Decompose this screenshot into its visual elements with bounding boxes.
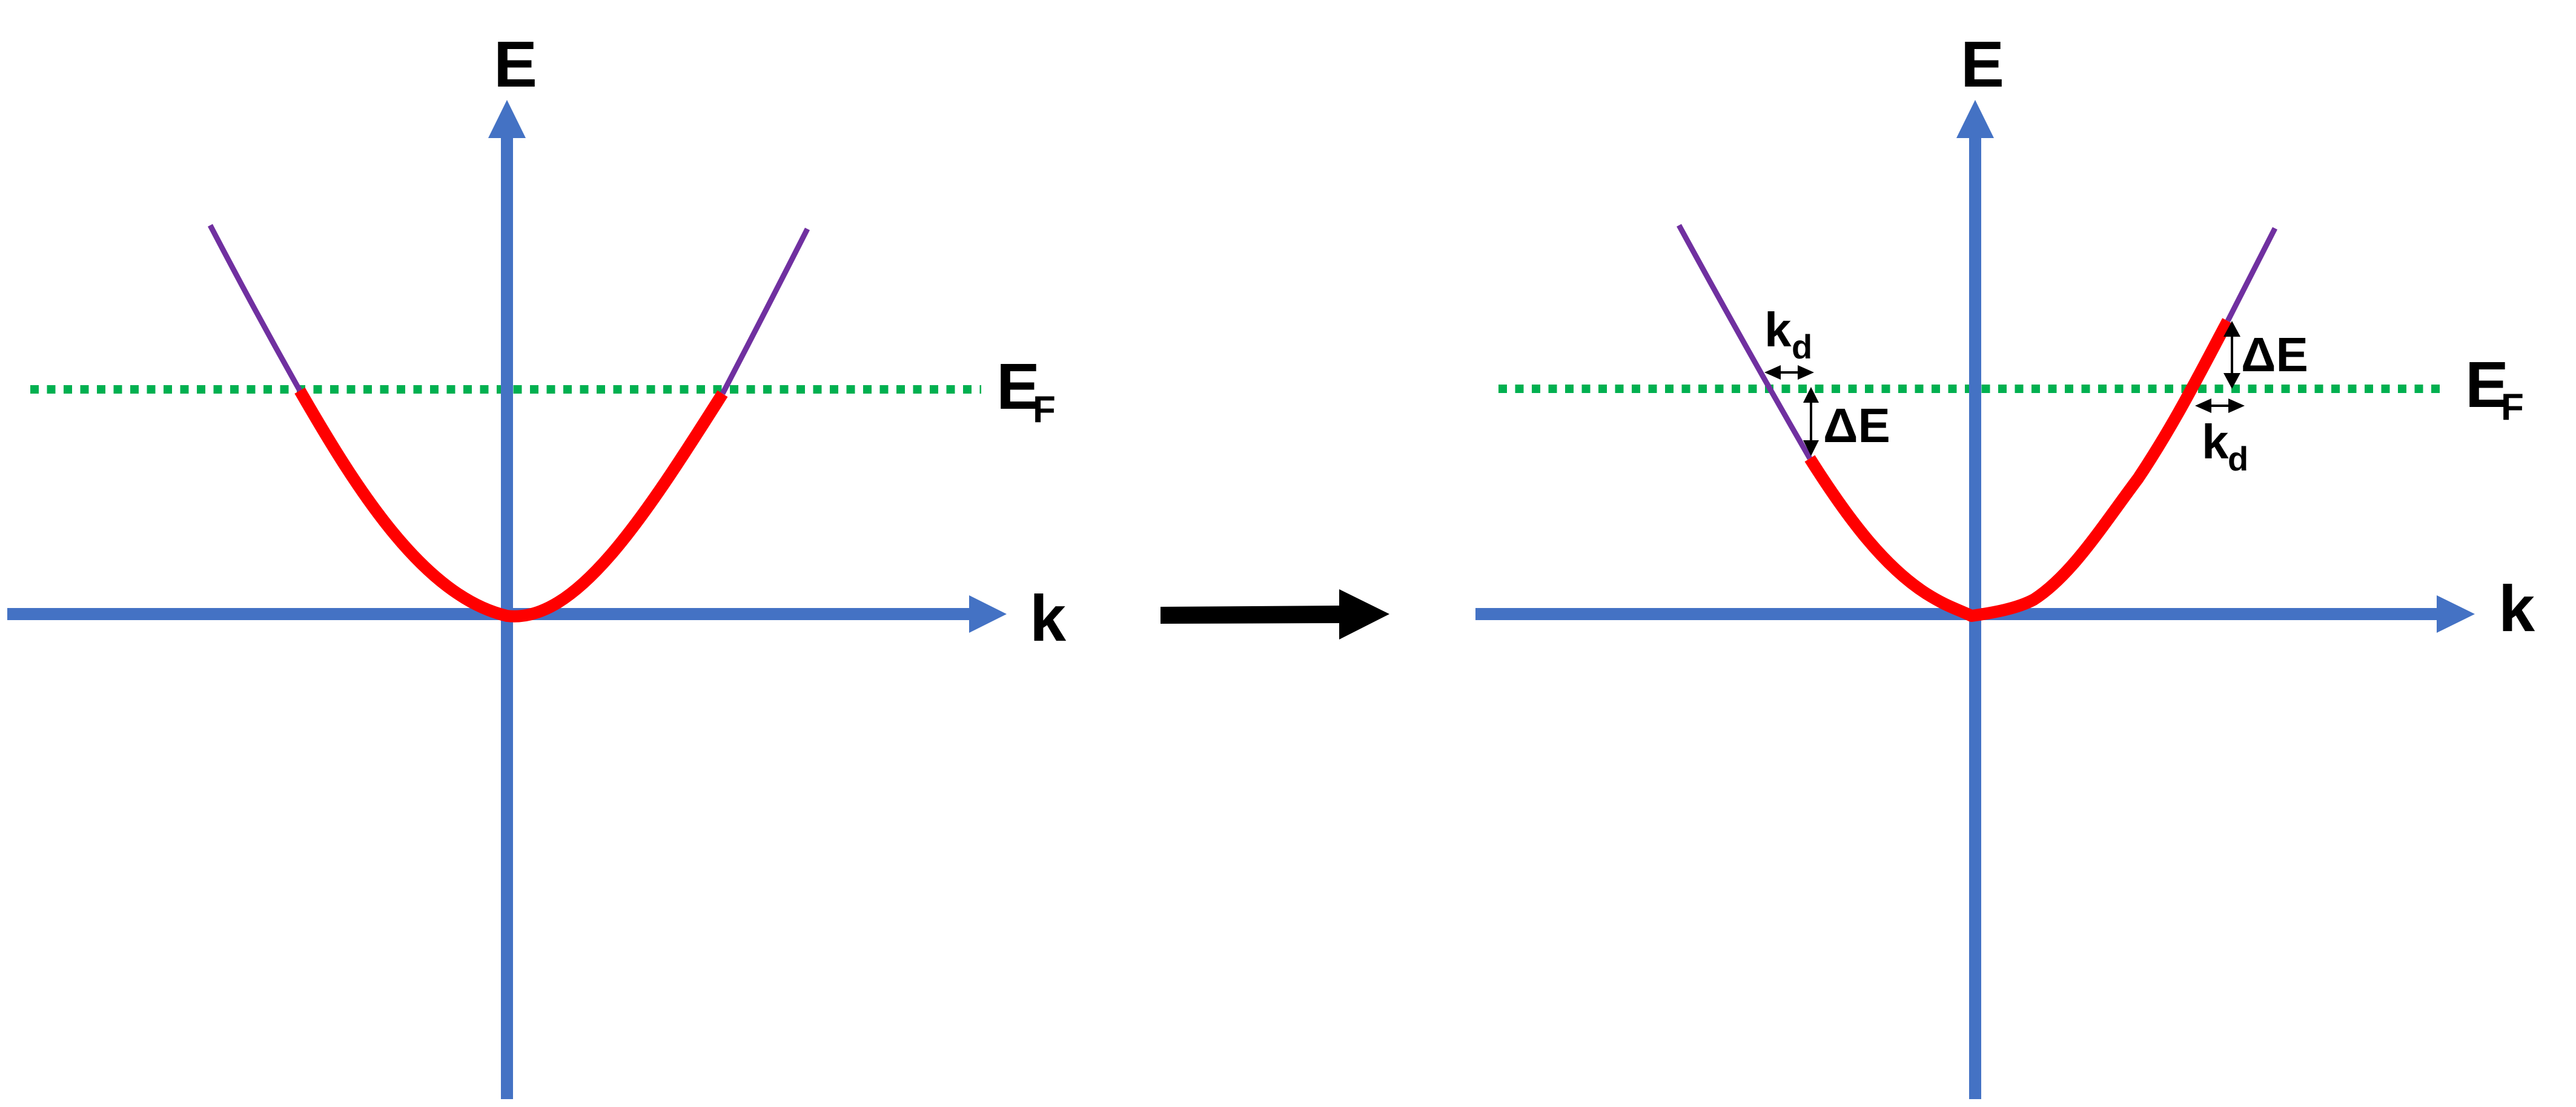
right-e-axis-arrowhead-icon bbox=[1956, 100, 1994, 138]
right-arrow-icon bbox=[1161, 589, 1389, 639]
right-momentum-axis-label: k bbox=[2498, 572, 2535, 645]
right-kd-label-subscript: d bbox=[2228, 440, 2248, 478]
left-e-axis bbox=[488, 100, 526, 1099]
left-band-unoccupied-right bbox=[720, 227, 810, 395]
right-delta-e-double-arrow-icon bbox=[2223, 321, 2240, 389]
right-fermi-label: E bbox=[2465, 348, 2509, 421]
left-kd-label: k bbox=[1764, 303, 1792, 357]
left-energy-axis-label: E bbox=[494, 27, 537, 101]
left-momentum-axis-label: k bbox=[1030, 581, 1067, 655]
right-band-unoccupied-right bbox=[2225, 226, 2278, 323]
left-kd-double-arrow-icon bbox=[1764, 365, 1814, 380]
right-band-occupied bbox=[1804, 318, 2233, 622]
left-kd-label-subscript: d bbox=[1792, 328, 1812, 366]
left-band-occupied bbox=[294, 388, 728, 623]
left-band-unoccupied-left bbox=[208, 223, 302, 392]
right-band-unoccupied-left bbox=[1677, 223, 1812, 460]
right-kd-label: k bbox=[2202, 415, 2229, 469]
right-panel: k d ΔE ΔE k d E k E F bbox=[1475, 27, 2535, 1099]
transition-arrow bbox=[1161, 589, 1389, 639]
left-delta-e-double-arrow-icon bbox=[1803, 387, 1819, 456]
right-k-axis-arrowhead-icon bbox=[2437, 595, 2475, 633]
left-fermi-label-subscript: F bbox=[1033, 389, 1056, 431]
left-e-axis-arrowhead-icon bbox=[488, 100, 526, 138]
right-kd-double-arrow-icon bbox=[2195, 398, 2245, 413]
right-e-axis bbox=[1956, 100, 1994, 1099]
left-k-axis-arrowhead-icon bbox=[969, 595, 1007, 633]
right-energy-axis-label: E bbox=[1961, 27, 2004, 101]
left-panel: E k E F bbox=[7, 27, 1067, 1099]
right-fermi-label-subscript: F bbox=[2501, 386, 2524, 428]
right-delta-e-label: ΔE bbox=[2241, 328, 2308, 382]
left-delta-e-label: ΔE bbox=[1823, 398, 1890, 452]
left-fermi-label: E bbox=[996, 349, 1040, 423]
